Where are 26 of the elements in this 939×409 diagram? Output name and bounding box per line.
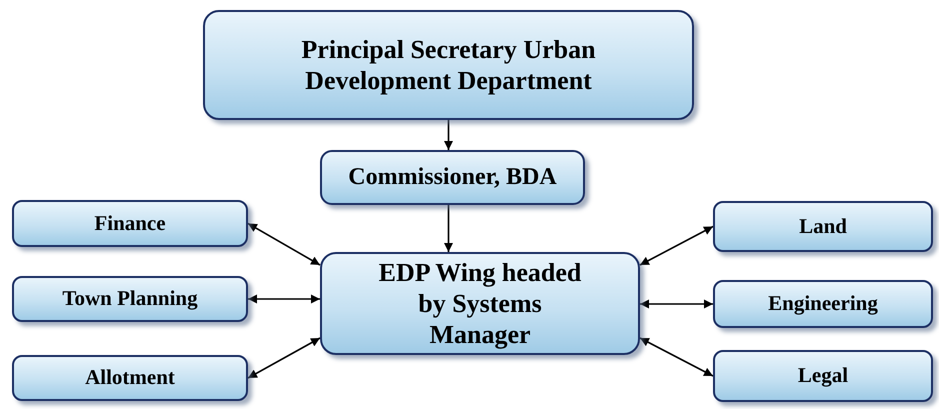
arrow [248,222,320,266]
arrow [640,337,714,377]
box-label: Town Planning [62,286,198,312]
box-label: Commissioner, BDA [348,163,557,192]
org-box [320,252,640,355]
box-label: Principal Secretary Urban Development Department [300,34,597,96]
arrow [248,337,320,379]
org-box [12,200,248,247]
box-label: Engineering [768,291,878,317]
box-label: Land [799,214,847,240]
org-box [713,350,933,402]
arrow [444,120,453,150]
box-label: EDP Wing headed by Systems Manager [378,256,582,350]
arrow [248,294,320,304]
org-box [713,280,933,328]
org-box [12,276,248,322]
org-box [713,201,933,252]
box-label: Legal [798,363,848,389]
arrow [640,226,714,266]
org-box [203,10,694,120]
arrow [640,300,713,308]
org-box [320,150,585,205]
arrow [444,205,453,252]
box-label: Allotment [85,365,175,391]
box-label: Finance [94,210,166,236]
org-box [12,355,248,401]
